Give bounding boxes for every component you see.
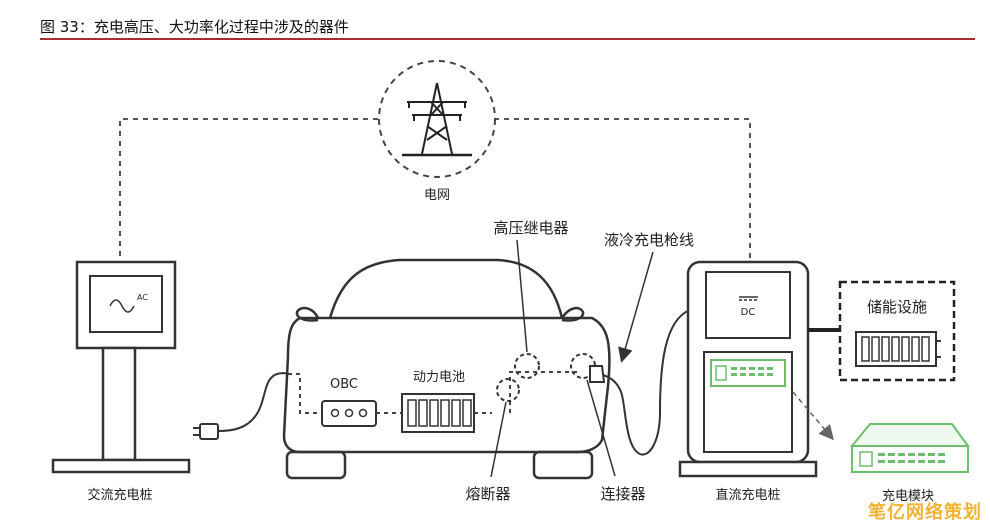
module-arrow bbox=[792, 391, 834, 441]
power-grid: 电网 bbox=[378, 60, 496, 203]
module-label: 充电模块 bbox=[882, 488, 934, 504]
grid-label: 电网 bbox=[424, 188, 450, 203]
plug-icon bbox=[193, 423, 219, 440]
obc-label: OBC bbox=[330, 377, 358, 392]
ac-wave-icon bbox=[109, 299, 135, 313]
storage-label: 储能设施 bbox=[867, 298, 927, 316]
electric-vehicle bbox=[282, 258, 611, 480]
dc-charging-cable bbox=[594, 309, 691, 456]
liquid-cable-label: 液冷充电枪线 bbox=[604, 231, 694, 249]
obc-module: OBC bbox=[321, 377, 377, 427]
title-rule bbox=[40, 38, 975, 40]
dc-pile-label: 直流充电桩 bbox=[715, 487, 780, 503]
watermark: 笔亿网络策划 bbox=[868, 502, 982, 523]
hv-relay-label: 高压继电器 bbox=[493, 219, 568, 237]
power-battery: 动力电池 bbox=[401, 370, 475, 433]
internal-wiring bbox=[288, 371, 580, 414]
component-highlights bbox=[496, 353, 596, 402]
annotation-leaders bbox=[490, 239, 654, 478]
charging-gun-icon bbox=[589, 365, 606, 383]
ac-screen-label: AC bbox=[137, 293, 148, 302]
connector-label: 连接器 bbox=[600, 485, 645, 503]
charging-module: 充电模块 bbox=[849, 423, 970, 504]
fuse-marker bbox=[496, 378, 520, 402]
dc-screen-label: DC bbox=[741, 307, 756, 318]
transmission-tower-icon bbox=[402, 82, 472, 157]
dc-internal-module bbox=[710, 359, 786, 387]
figure-title: 图 33：充电高压、大功率化过程中涉及的器件 bbox=[40, 18, 349, 36]
ac-pile-label: 交流充电桩 bbox=[87, 487, 152, 503]
ac-charging-cable bbox=[193, 372, 291, 440]
hv-relay-marker bbox=[514, 353, 540, 379]
battery-label: 动力电池 bbox=[413, 370, 465, 385]
fuse-label: 熔断器 bbox=[465, 485, 510, 503]
energy-storage: 储能设施 bbox=[808, 280, 956, 382]
ac-charging-pile: AC 交流充电桩 bbox=[51, 260, 191, 503]
grid-connection-lines bbox=[119, 118, 751, 262]
